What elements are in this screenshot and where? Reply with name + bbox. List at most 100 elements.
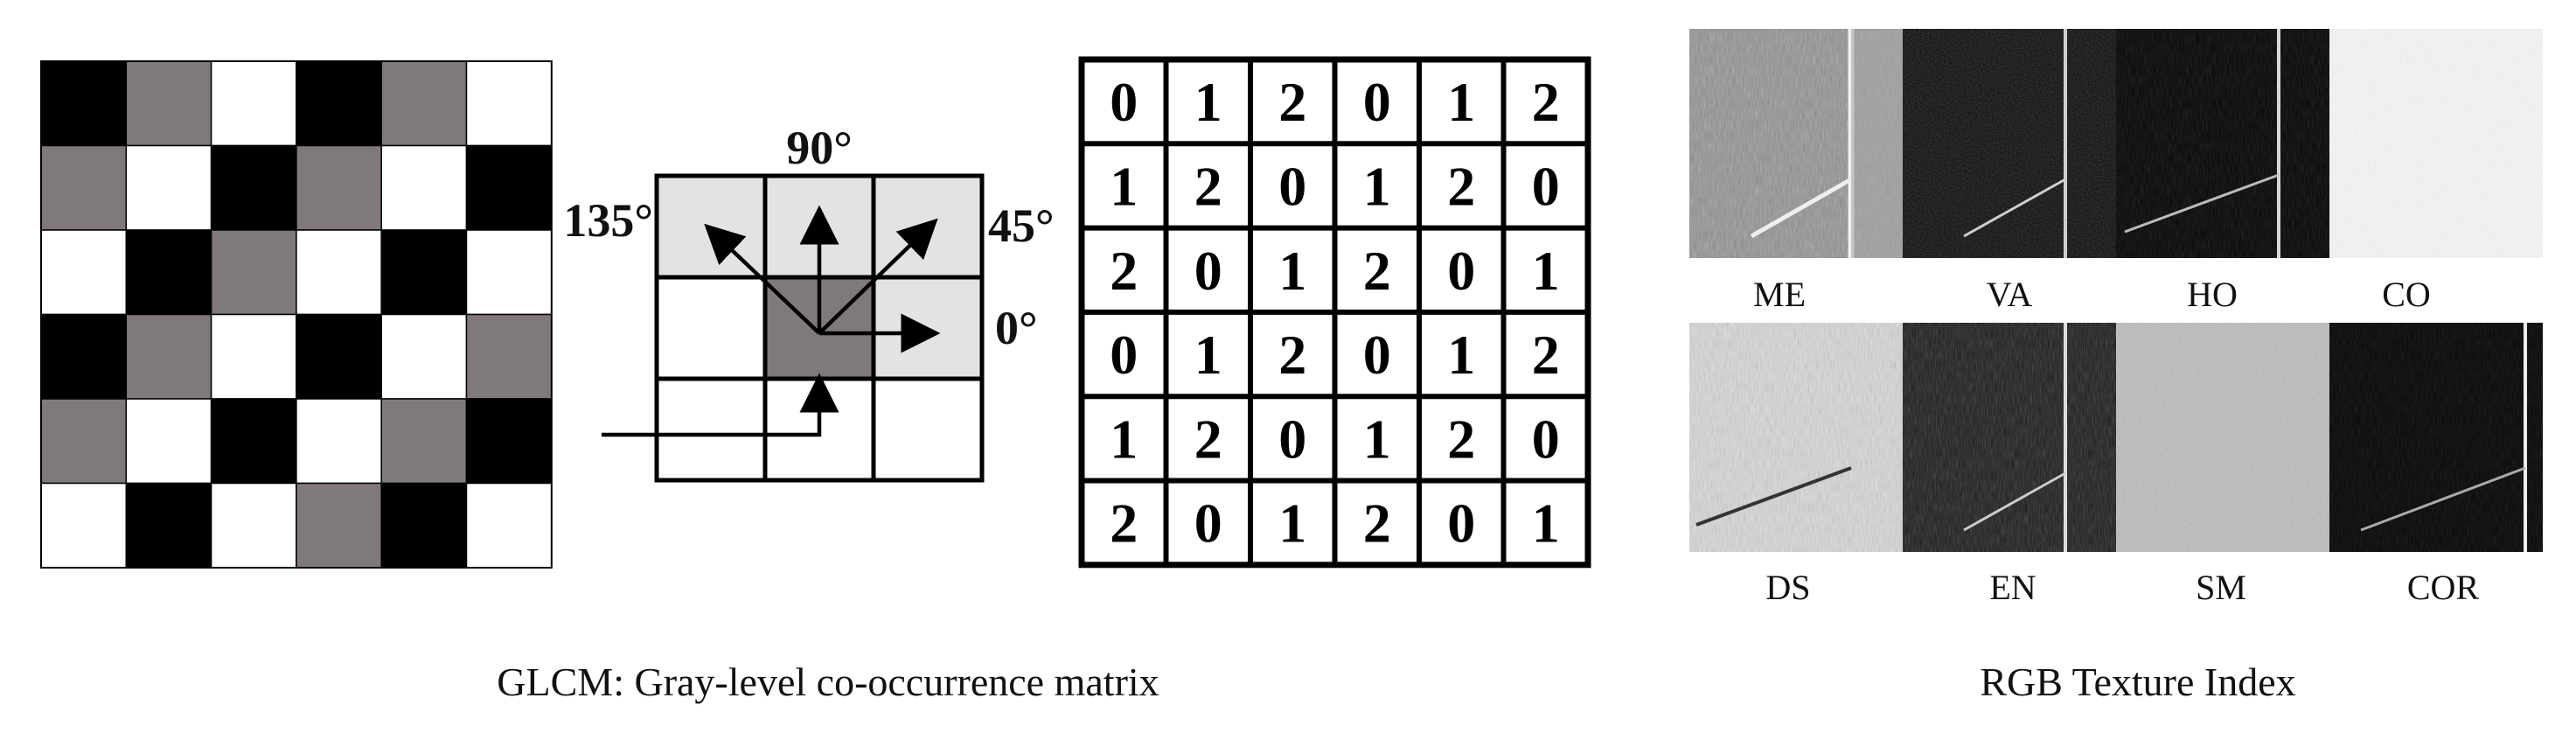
checker-cell [296, 144, 382, 231]
matrix-cell-value: 0 [1447, 492, 1475, 555]
matrix-cell-value: 2 [1110, 240, 1138, 302]
checker-cell [296, 313, 382, 400]
angle-0-label: 0° [995, 302, 1038, 354]
matrix-cell-value: 1 [1532, 240, 1560, 302]
checker-cell [40, 482, 128, 569]
matrix-cell-value: 0 [1194, 240, 1222, 302]
checker-cell [465, 229, 553, 316]
checker-cell [210, 229, 297, 316]
matrix-cell-value: 2 [1278, 71, 1306, 133]
matrix-cell-value: 1 [1194, 324, 1222, 386]
texture-panel-en [1903, 323, 2116, 552]
matrix-cell-value: 2 [1447, 155, 1475, 217]
glcm-caption: GLCM: Gray-level co-occurrence matrix [497, 660, 1159, 704]
texture-panel-co [2329, 29, 2543, 258]
angle-45-label: 45° [988, 199, 1055, 252]
checker-cell [380, 398, 468, 485]
checker-cell [125, 60, 212, 147]
checker-cell [465, 144, 553, 231]
checker-cell [296, 229, 382, 316]
label-en: EN [1989, 568, 2036, 607]
texture-panel-me [1689, 29, 1903, 258]
matrix-cell-value: 0 [1363, 324, 1391, 386]
checker-cell [465, 60, 553, 147]
matrix-cell-value: 0 [1194, 492, 1222, 555]
checker-cell [465, 482, 553, 569]
checkerboard-border [40, 60, 553, 569]
matrix-cell-value: 0 [1363, 71, 1391, 133]
texture-panel-cor [2329, 323, 2543, 552]
checker-cell [465, 398, 553, 485]
texture-panel-sm [2116, 323, 2329, 552]
matrix-cell-value: 1 [1110, 155, 1138, 217]
checker-cell [125, 398, 212, 485]
matrix-cell-value: 0 [1532, 155, 1560, 217]
checker-cell [40, 229, 128, 316]
texture-panel-va [1903, 29, 2116, 258]
matrix-cell-value: 2 [1363, 492, 1391, 555]
checker-cell [210, 482, 297, 569]
angle-135-label: 135° [563, 194, 653, 247]
matrix-cell-value: 1 [1363, 408, 1391, 470]
texture-caption: RGB Texture Index [1980, 660, 2295, 704]
label-ds: DS [1765, 568, 1810, 607]
checker-cell [40, 313, 128, 400]
checker-cell [380, 229, 468, 316]
checker-cell [465, 313, 553, 400]
checker-cell [210, 144, 297, 231]
matrix-cell-value: 0 [1110, 324, 1138, 386]
arrow-45 [818, 218, 938, 335]
checker-cell [380, 482, 468, 569]
label-me: ME [1753, 275, 1806, 314]
checkerboard-grid [40, 60, 553, 569]
checker-cell [125, 229, 212, 316]
checker-cell [125, 482, 212, 569]
input-arrow [602, 373, 839, 437]
checker-cell [380, 144, 468, 231]
checker-cell [40, 144, 128, 231]
matrix-cell-value: 2 [1194, 155, 1222, 217]
matrix-cell-value: 1 [1447, 324, 1475, 386]
matrix-cell-value: 1 [1278, 492, 1306, 555]
checker-cell [40, 60, 128, 147]
matrix-cell-value: 0 [1447, 240, 1475, 302]
checker-cell [210, 313, 297, 400]
label-sm: SM [2196, 568, 2246, 607]
matrix-cell-value: 1 [1194, 71, 1222, 133]
matrix-cell-value: 1 [1363, 155, 1391, 217]
matrix-cell-value: 1 [1278, 240, 1306, 302]
matrix-cell-value: 2 [1532, 324, 1560, 386]
matrix-cell-value: 1 [1110, 408, 1138, 470]
checker-cell [296, 398, 382, 485]
cell-135 [657, 176, 765, 277]
label-cor: COR [2407, 568, 2480, 607]
texture-panel-ds [1689, 323, 1903, 552]
checker-cell [125, 313, 212, 400]
matrix-cell-value: 0 [1278, 408, 1306, 470]
matrix-cell-value: 0 [1532, 408, 1560, 470]
texture-panel-ho [2116, 29, 2329, 258]
matrix-cell-value: 2 [1194, 408, 1222, 470]
direction-grid-lines [654, 173, 985, 483]
label-co: CO [2382, 275, 2431, 314]
label-ho: HO [2187, 275, 2238, 314]
arrow-135 [704, 223, 821, 335]
checker-cell [296, 60, 382, 147]
checker-cell [210, 60, 297, 147]
checker-cell [125, 144, 212, 231]
matrix-cell-value: 2 [1532, 71, 1560, 133]
checker-cell [380, 60, 468, 147]
matrix-cell-value: 2 [1110, 492, 1138, 555]
checker-cell [210, 398, 297, 485]
matrix-cell-value: 2 [1363, 240, 1391, 302]
angle-90-label: 90° [786, 122, 853, 174]
checker-cell [296, 482, 382, 569]
matrix-cell-value: 0 [1110, 71, 1138, 133]
cell-0 [874, 277, 982, 379]
texture-panels: ME VA HO CO DS EN SM COR [1689, 29, 2543, 607]
matrix-cell-value: 1 [1447, 71, 1475, 133]
label-va: VA [1987, 275, 2033, 314]
matrix-cell-value: 0 [1278, 155, 1306, 217]
matrix-cell-value: 1 [1532, 492, 1560, 555]
